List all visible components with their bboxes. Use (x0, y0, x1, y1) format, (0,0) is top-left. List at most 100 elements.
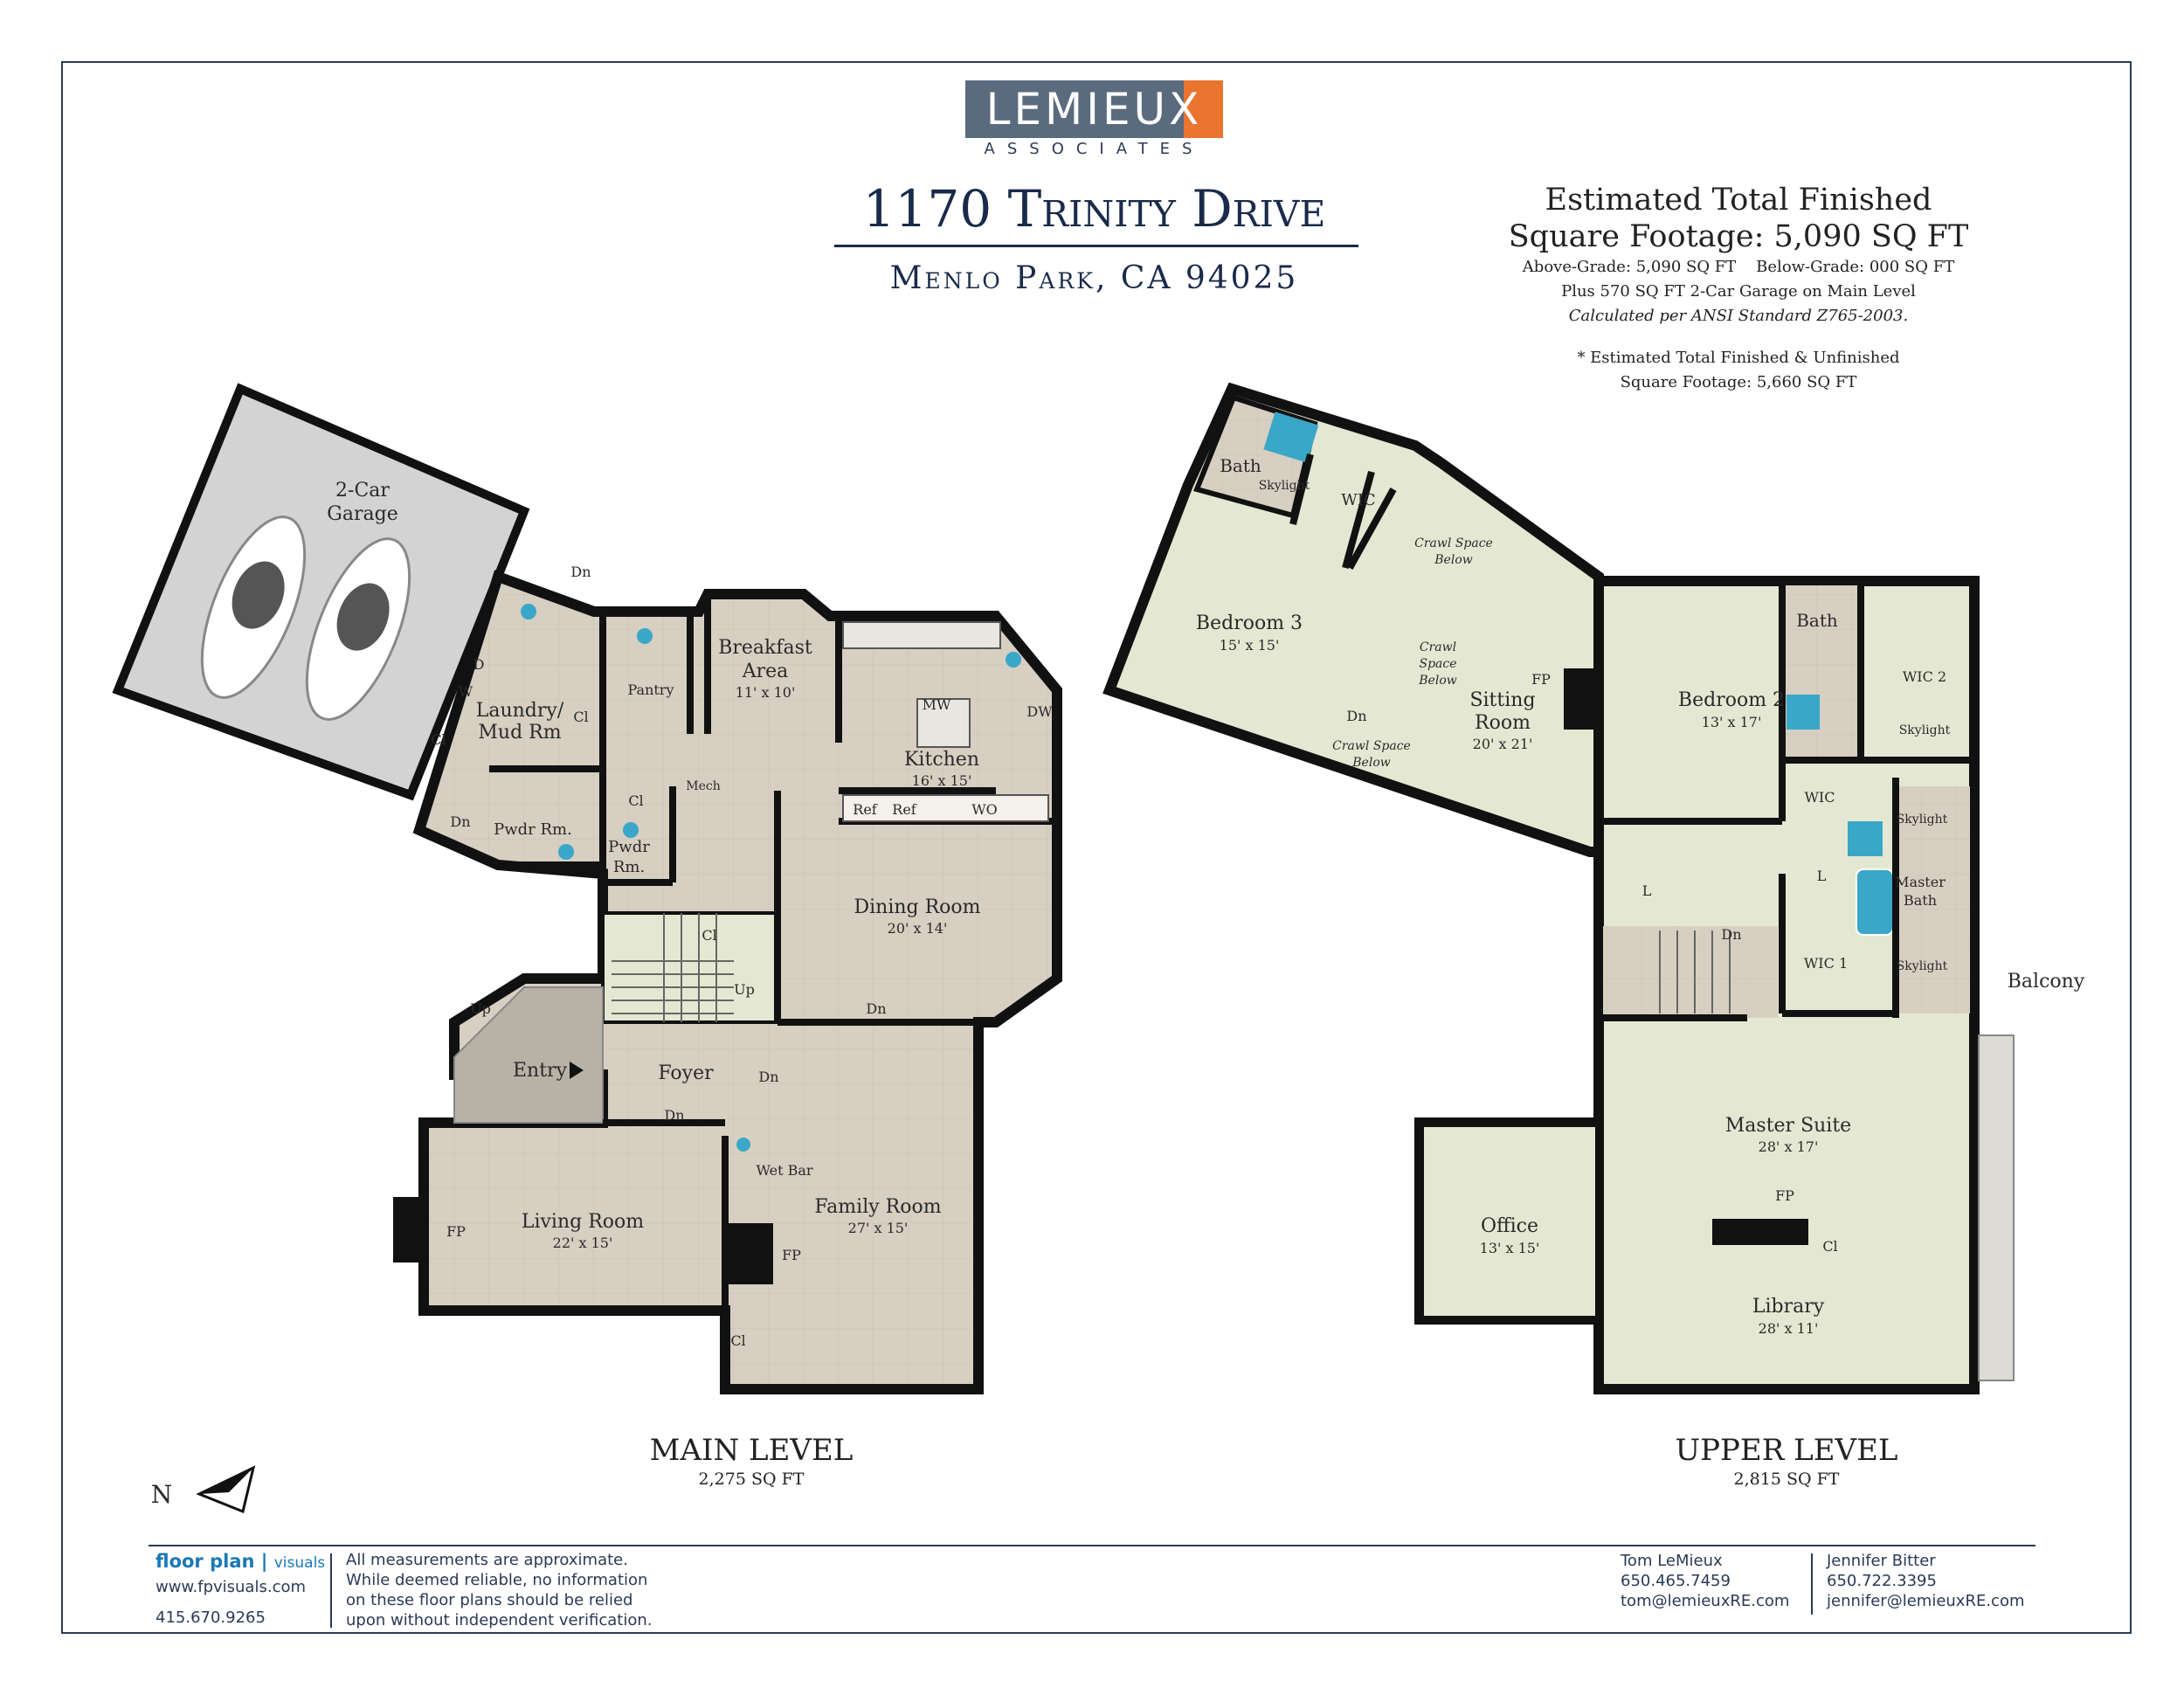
room-label-wic: WIC (1341, 491, 1375, 509)
main-level-caption: MAIN LEVEL 2,275 SQ FT (577, 1433, 926, 1489)
sqft-line-7: Square Footage: 5,660 SQ FT (1620, 373, 1857, 391)
agent-email[interactable]: jennifer@lemieuxRE.com (1827, 1592, 2025, 1610)
room-dim-family: 27' x 15' (848, 1220, 909, 1236)
sqft-line-2: Square Footage: 5,090 SQ FT (1508, 219, 1969, 254)
company-logo-sub: ASSOCIATES (984, 140, 1205, 158)
room-label-laundry: Laundry/ (476, 700, 564, 722)
page-frame (61, 61, 2132, 1634)
square-footage-summary: Estimated Total Finished Square Footage:… (1485, 182, 1992, 395)
sqft-line-6: * Estimated Total Finished & Unfinished (1577, 349, 1900, 367)
bath2-floor (1782, 585, 1861, 760)
room-label-dining: Dining Room (854, 896, 980, 918)
room-dim-breakfast: 11' x 10' (736, 684, 796, 701)
skylight-label: Skylight (1897, 813, 1948, 827)
upper-west-wing-floor (1102, 382, 1604, 857)
crawl-space-label: Below (1434, 553, 1472, 567)
property-address: 1170 Trinity Drive (862, 179, 1326, 239)
sqft-line-3: Above-Grade: 5,090 SQ FT Below-Grade: 00… (1522, 258, 1955, 276)
skylight-label: Skylight (1897, 959, 1948, 973)
room-label-breakfast: Area (742, 661, 789, 682)
main-level-title: MAIN LEVEL (649, 1433, 854, 1468)
sqft-line-4: Plus 570 SQ FT 2-Car Garage on Main Leve… (1561, 282, 1916, 301)
room-label-kitchen: Kitchen (904, 749, 979, 771)
agent-phone: 650.465.7459 (1621, 1572, 1731, 1590)
stair-label: Dn (758, 1069, 778, 1085)
room-dim-master-suite: 28' x 17' (1759, 1138, 1819, 1155)
appliance-label: Ref (892, 801, 917, 818)
room-label-closet: Cl (431, 731, 446, 748)
room-label-closet: Cl (573, 709, 588, 725)
stair-label: Up (470, 1000, 491, 1017)
footer-divider (149, 1545, 2035, 1546)
room-label-linen: L (1817, 868, 1827, 884)
vendor-phone: 415.670.9265 (156, 1608, 266, 1627)
skylight-label: Skylight (1259, 479, 1310, 493)
agent-name: Tom LeMieux (1621, 1552, 1723, 1570)
stair-label: Dn (450, 813, 470, 830)
room-label-garage: Garage (327, 503, 397, 525)
room-label-master-bath: Bath (1904, 892, 1937, 909)
room-label-breakfast: Breakfast (718, 637, 812, 659)
room-label-bath: Bath (1220, 455, 1261, 476)
upper-level-title: UPPER LEVEL (1675, 1433, 1898, 1468)
main-level-plan: 2-Car Garage Laundry/ Mud Rm Pantry Brea… (112, 383, 1062, 1394)
upper-level-caption: UPPER LEVEL 2,815 SQ FT (1612, 1433, 1961, 1489)
fireplace-icon (1712, 1219, 1808, 1245)
crawl-space-label: Below (1351, 756, 1390, 770)
crawl-space-label: Crawl (1420, 640, 1456, 654)
stair-label: Up (734, 981, 755, 998)
fireplace-label: FP (1531, 671, 1551, 688)
agent-contact-1: Tom LeMieux 650.465.7459 tom@lemieuxRE.c… (1621, 1551, 1789, 1611)
stair-label: Dn (1721, 926, 1741, 943)
room-dim-library: 28' x 11' (1759, 1320, 1819, 1337)
crawl-space-label: Crawl Space (1414, 536, 1493, 550)
vendor-website[interactable]: www.fpvisuals.com (156, 1578, 307, 1596)
skylight-label: Skylight (1899, 723, 1951, 737)
room-label-master-bath: Master (1895, 874, 1946, 890)
car-icon (305, 537, 411, 721)
room-label-wic: WIC 1 (1804, 955, 1848, 972)
room-label-mech: Mech (686, 779, 720, 793)
room-dim-bedroom-2: 13' x 17' (1702, 714, 1762, 730)
stair-area (601, 911, 779, 1024)
appliance-label: MW (923, 696, 951, 713)
room-label-powder: Pwdr (608, 838, 650, 856)
fireplace-label: FP (446, 1223, 466, 1240)
stair-label: Dn (866, 1000, 886, 1017)
footer-separator (330, 1553, 332, 1628)
floorplan-visuals-logo: floor plan | visuals (156, 1551, 326, 1572)
stair-label: Dn (570, 564, 591, 580)
room-label-bedroom-2: Bedroom 2 (1678, 689, 1785, 711)
agent-email[interactable]: tom@lemieuxRE.com (1621, 1592, 1790, 1610)
upper-stair-hall (1603, 926, 1778, 1018)
property-city: Menlo Park, CA 94025 (889, 260, 1299, 296)
crawl-space-label: Below (1418, 674, 1456, 688)
footer-separator (1811, 1553, 1813, 1615)
agent-name: Jennifer Bitter (1827, 1552, 1936, 1570)
address-underline (834, 245, 1358, 247)
main-level-area: 2,275 SQ FT (698, 1470, 805, 1489)
sqft-line-1: Estimated Total Finished (1545, 183, 1932, 218)
master-bath-floor (1896, 786, 1970, 1013)
sqft-line-5: Calculated per ANSI Standard Z765-2003. (1568, 307, 1909, 325)
sink-icon (637, 628, 653, 644)
entry-porch (453, 986, 604, 1124)
room-label-entry: Entry (513, 1060, 568, 1082)
room-label-office: Office (1481, 1215, 1538, 1237)
appliance-label: WO (971, 801, 998, 818)
sink-icon (623, 822, 639, 838)
appliance-label: W (459, 683, 473, 700)
fireplace-icon (393, 1197, 428, 1263)
room-label-closet: Cl (628, 792, 643, 809)
room-dim-bedroom-3: 15' x 15' (1220, 637, 1280, 654)
stair-label: Dn (664, 1107, 684, 1124)
kitchen-counter (842, 794, 1049, 822)
shower-icon (1787, 695, 1820, 730)
north-label: N (151, 1480, 173, 1509)
sink-icon (558, 844, 574, 860)
appliance-label: Ref (853, 801, 878, 818)
room-label-foyer: Foyer (658, 1062, 714, 1084)
agent-contact-2: Jennifer Bitter 650.722.3395 jennifer@le… (1827, 1551, 2025, 1611)
room-label-balcony: Balcony (2008, 971, 2085, 993)
room-label-bath: Bath (1796, 610, 1838, 631)
